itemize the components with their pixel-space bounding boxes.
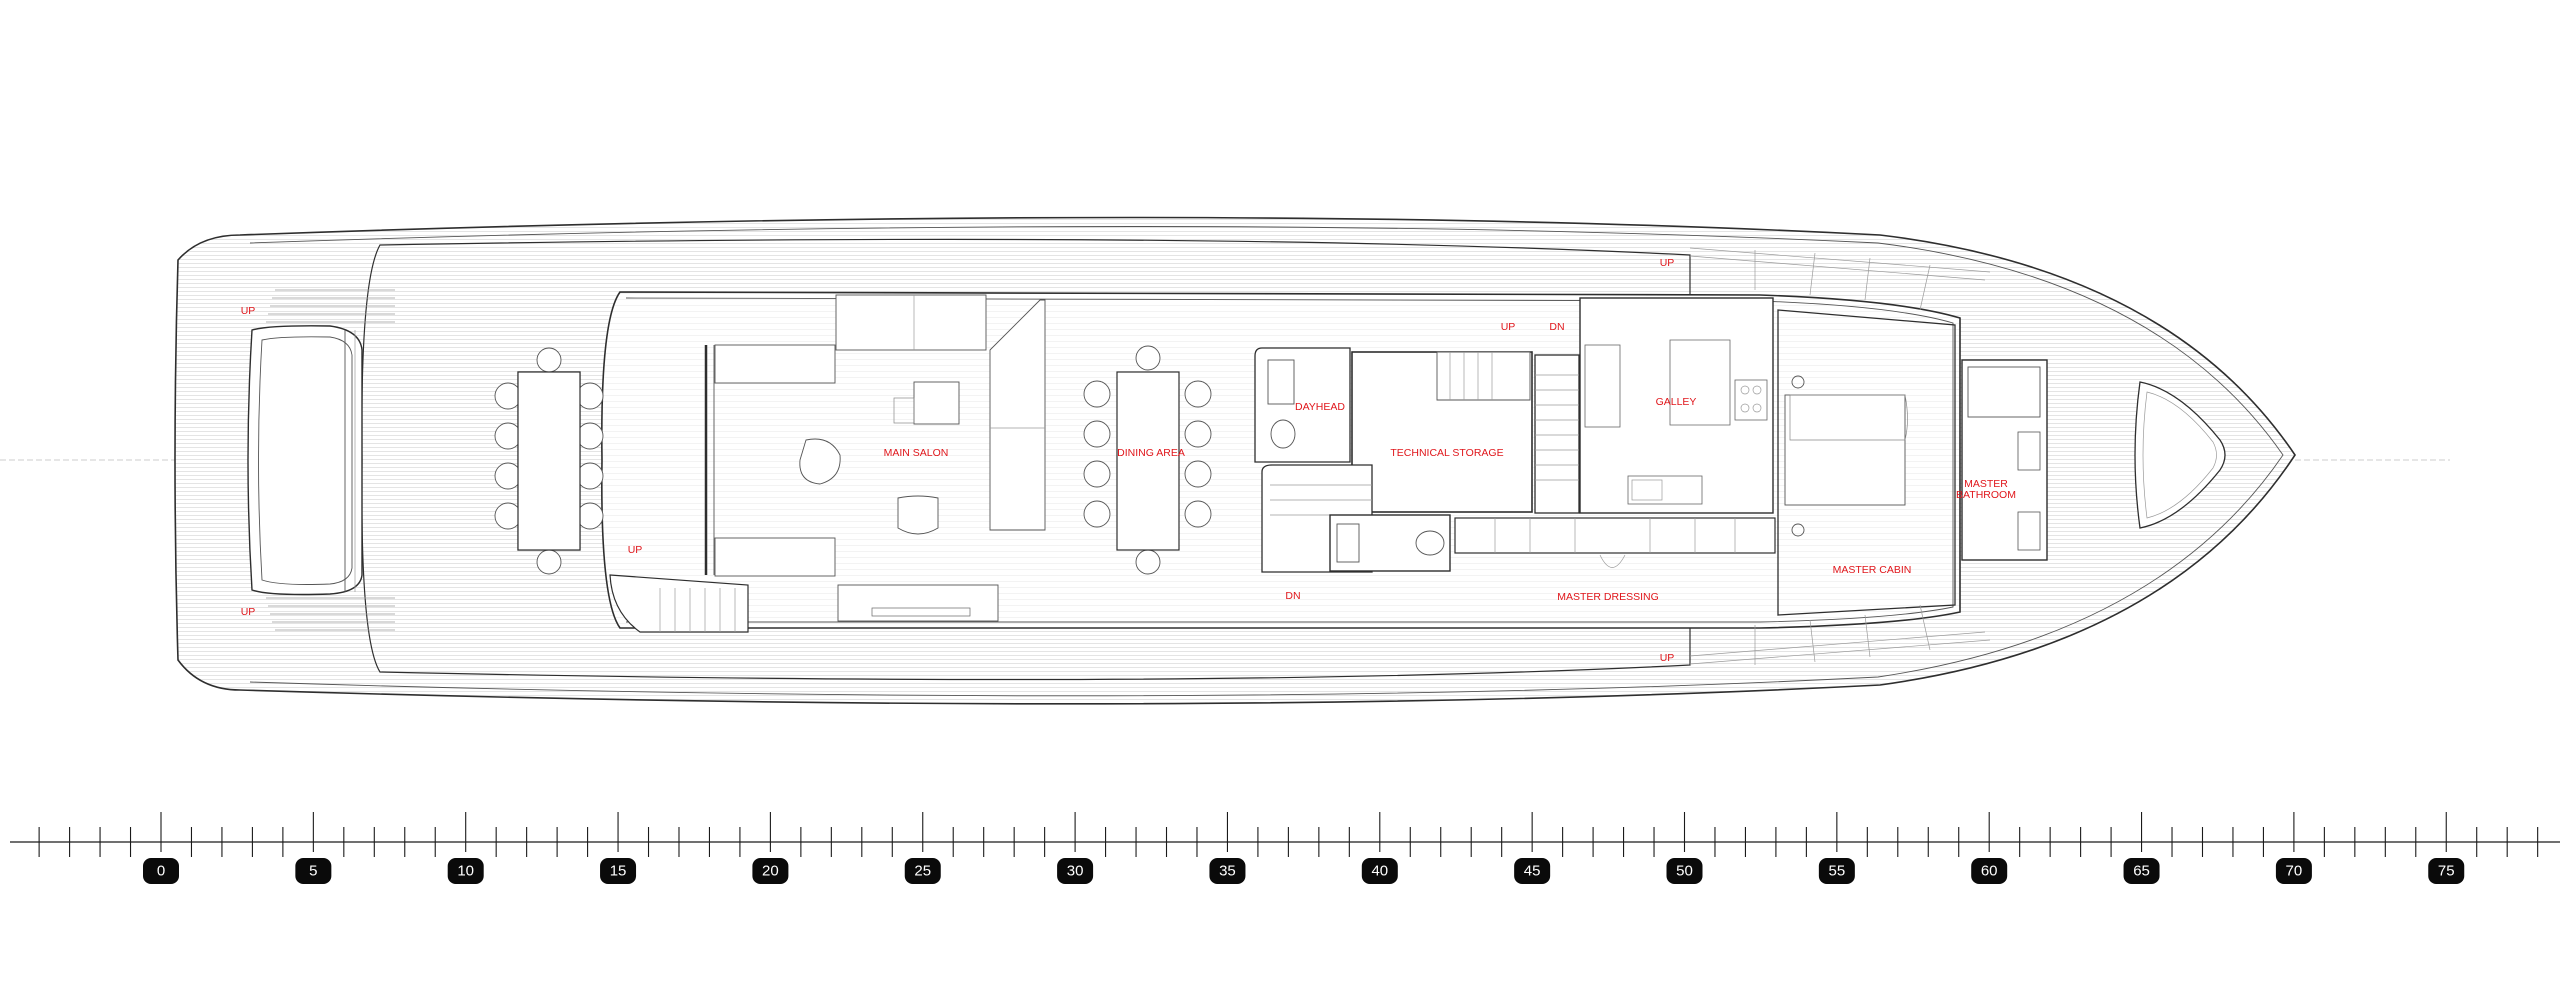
ruler-badge-label: 0 xyxy=(157,863,165,880)
ruler-badge xyxy=(600,858,637,884)
stair-label-up-fwd-starboard: UP xyxy=(1660,652,1675,664)
ruler-badge-label: 30 xyxy=(1067,863,1084,880)
ruler-badge-label: 20 xyxy=(762,863,779,880)
ruler-badge-label: 35 xyxy=(1219,863,1236,880)
label-master-cabin: MASTER CABIN xyxy=(1833,564,1912,576)
forward-interior xyxy=(1254,297,2048,616)
ruler-badge xyxy=(904,858,941,884)
ruler-badge-label: 55 xyxy=(1829,863,1846,880)
stair-label-dn-dayhead: DN xyxy=(1285,590,1300,602)
ruler-badge-label: 5 xyxy=(309,863,317,880)
ruler-badge-label: 70 xyxy=(2286,863,2303,880)
aft-cockpit xyxy=(247,289,395,631)
label-main-salon: MAIN SALON xyxy=(884,447,949,459)
stair-label-up-aft-starboard: UP xyxy=(241,606,256,618)
label-dining-area: DINING AREA xyxy=(1117,447,1185,459)
ruler-badge xyxy=(1971,858,2008,884)
aft-stair xyxy=(609,574,749,633)
stair-label-up-salon: UP xyxy=(628,544,643,556)
ruler-badge-label: 15 xyxy=(610,863,627,880)
ruler-badge xyxy=(752,858,789,884)
main-salon xyxy=(704,294,1046,622)
label-dayhead: DAYHEAD xyxy=(1295,401,1345,413)
ruler-badge xyxy=(295,858,332,884)
stair-label-up-aft-port: UP xyxy=(241,305,256,317)
ruler-badge-label: 60 xyxy=(1981,863,1998,880)
ruler-badge xyxy=(2428,858,2465,884)
ruler-badge-label: 10 xyxy=(457,863,474,880)
label-galley: GALLEY xyxy=(1656,396,1697,408)
ruler-badge xyxy=(2275,858,2312,884)
side-decks xyxy=(1689,247,1991,665)
ruler-badge-label: 65 xyxy=(2133,863,2150,880)
ruler-badge-label: 75 xyxy=(2438,863,2455,880)
ruler-badge xyxy=(1818,858,1855,884)
stair-label-up-tech: UP xyxy=(1501,321,1516,333)
ruler-badge xyxy=(143,858,179,884)
room-labels: MAIN SALON DINING AREA DAYHEAD TECHNICAL… xyxy=(884,396,2016,603)
ruler-badge xyxy=(1209,858,1246,884)
ruler-badge xyxy=(2123,858,2160,884)
ruler-badge xyxy=(1514,858,1551,884)
ruler-badge-label: 25 xyxy=(914,863,931,880)
label-master-bathroom-line2: BATHROOM xyxy=(1956,489,2016,501)
ruler-badge-label: 50 xyxy=(1676,863,1693,880)
ruler-badge-label: 40 xyxy=(1371,863,1388,880)
scale-ruler: 0 5 10 15 20 25 30 35 40 45 50 55 60 65 70 75 xyxy=(10,812,2560,884)
stair-label-up-fwd-port: UP xyxy=(1660,257,1675,269)
stair-labels: UP UP UP UP DN DN UP UP xyxy=(241,257,1675,664)
ruler-badge xyxy=(1057,858,1094,884)
aft-deck-dining xyxy=(494,347,604,575)
ruler-badge xyxy=(447,858,484,884)
label-technical-storage: TECHNICAL STORAGE xyxy=(1390,447,1503,459)
label-master-dressing: MASTER DRESSING xyxy=(1557,591,1659,603)
ruler-badge-label: 45 xyxy=(1524,863,1541,880)
label-master-bathroom-line1: MASTER xyxy=(1964,478,2008,490)
dining-area xyxy=(1083,345,1212,575)
ruler-badge xyxy=(1666,858,1703,884)
stair-label-dn-galley: DN xyxy=(1549,321,1564,333)
ruler-badge xyxy=(1361,858,1398,884)
